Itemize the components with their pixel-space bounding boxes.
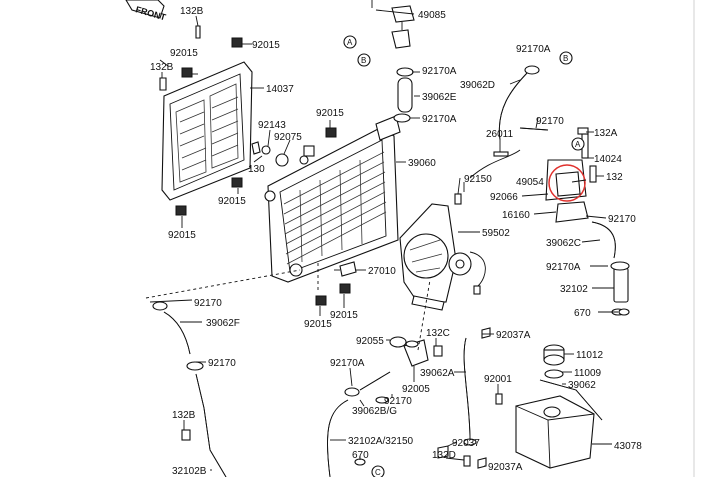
- part-label: 49085: [418, 10, 446, 21]
- part-label: 92170: [608, 214, 636, 225]
- pipe-32102-part: [610, 261, 630, 316]
- svg-text:A: A: [347, 38, 353, 47]
- part-label: 92143: [258, 120, 286, 131]
- part-label: 670: [574, 308, 591, 319]
- part-label: 26011: [486, 129, 514, 140]
- radiator-screen-part: [161, 61, 253, 201]
- part-label: 27010: [368, 266, 396, 277]
- part-label: 92005: [402, 384, 430, 395]
- part-label: 92055: [356, 336, 384, 347]
- ref-letter-B-right: B: [559, 51, 573, 65]
- part-label: 132C: [426, 328, 450, 339]
- hose-clamp-92037A: [437, 327, 491, 469]
- part-label: 11012: [576, 350, 604, 361]
- part-label: 132B: [150, 62, 174, 73]
- part-label: 92170: [536, 116, 564, 127]
- part-label: 92001: [484, 374, 512, 385]
- hose-39062BG-part: [344, 371, 391, 404]
- part-label: 39062E: [422, 92, 457, 103]
- hose-39062D-part: [498, 65, 540, 141]
- part-label: 39062A: [420, 368, 455, 379]
- part-label: 670: [352, 450, 369, 461]
- hose-39062C-part: [591, 221, 616, 259]
- pipe-32102A-part: [327, 399, 349, 477]
- thermostat-highlight-circle: [548, 164, 586, 202]
- part-label: 92037A: [496, 330, 531, 341]
- part-label: 92037A: [488, 462, 523, 473]
- part-label: 14037: [266, 84, 294, 95]
- part-label: 92170A: [516, 44, 551, 55]
- radiator-core-part: [264, 115, 401, 283]
- part-label: 16160: [502, 210, 530, 221]
- part-label: 92170A: [422, 66, 457, 77]
- svg-text:A: A: [575, 140, 581, 149]
- svg-text:B: B: [361, 56, 366, 65]
- part-label: 32102: [560, 284, 588, 295]
- part-label: 92037: [452, 438, 480, 449]
- part-label: 14024: [594, 154, 622, 165]
- ref-letter-A-right: A: [571, 137, 585, 151]
- part-label: 132A: [594, 128, 618, 139]
- svg-text:B: B: [563, 54, 568, 63]
- part-label: 32102A/32150: [348, 436, 414, 447]
- part-label: 39060: [408, 158, 436, 169]
- part-label: 132D: [432, 450, 456, 461]
- part-label: 92170: [384, 396, 412, 407]
- fan-switch-wire-part: [454, 149, 521, 205]
- part-label: 39062: [568, 380, 596, 391]
- fitting-49085-part: [371, 0, 415, 49]
- cooling-fan-part: [399, 203, 486, 311]
- hose-39062A-part: [463, 337, 477, 446]
- part-label: 43078: [614, 441, 642, 452]
- leader-lines: [145, 9, 618, 471]
- part-label: 39062C: [546, 238, 581, 249]
- ref-letter-A-top: A: [343, 35, 357, 49]
- part-label: 49054: [516, 177, 544, 188]
- part-label: 32102B: [172, 466, 207, 477]
- bolt-group: [159, 25, 597, 467]
- pipe-32102B-part: [186, 361, 227, 477]
- part-label: 92015: [304, 319, 332, 330]
- hose-39062F-part: [152, 301, 191, 355]
- part-label: 92170: [208, 358, 236, 369]
- small-washer-group: [354, 308, 630, 466]
- part-labels: 132B 49085 92015 92015 132B 14037 92170A…: [150, 6, 642, 477]
- reservoir-tank-part: [515, 379, 603, 469]
- part-label: 92170A: [422, 114, 457, 125]
- part-label: 92015: [316, 108, 344, 119]
- grommet-group: [261, 145, 309, 167]
- part-label: 92066: [490, 192, 518, 203]
- part-label: 39062F: [206, 318, 240, 329]
- part-label: 92015: [170, 48, 198, 59]
- part-label: 39062B/G: [352, 406, 397, 417]
- part-label: 11009: [574, 368, 602, 379]
- clip-group: [175, 37, 351, 306]
- reservoir-cap-part: [543, 344, 565, 379]
- part-label: 92150: [464, 174, 492, 185]
- part-label: 130: [248, 164, 265, 175]
- part-label: 92170: [194, 298, 222, 309]
- hose-39062E-part: [393, 67, 414, 123]
- part-label: 39062D: [460, 80, 495, 91]
- part-label: 92015: [330, 310, 358, 321]
- part-label: 92075: [274, 132, 302, 143]
- ref-letter-B-top: B: [357, 53, 371, 67]
- front-arrow-marker: FRONT: [125, 0, 167, 23]
- filler-neck-fitting-part: [389, 336, 429, 367]
- part-label: 132: [606, 172, 623, 183]
- svg-text:C: C: [375, 468, 381, 477]
- ref-letter-C-bottom: C: [371, 465, 385, 477]
- part-label: 132B: [180, 6, 204, 17]
- part-label: 92015: [168, 230, 196, 241]
- thermo-switch-part: [334, 261, 357, 277]
- part-label: 92170A: [546, 262, 581, 273]
- part-label: 92015: [218, 196, 246, 207]
- part-label: 92015: [252, 40, 280, 51]
- part-label: 92170A: [330, 358, 365, 369]
- part-label: 132B: [172, 410, 196, 421]
- part-label: 59502: [482, 228, 510, 239]
- thermostat-housing-part: [519, 127, 589, 223]
